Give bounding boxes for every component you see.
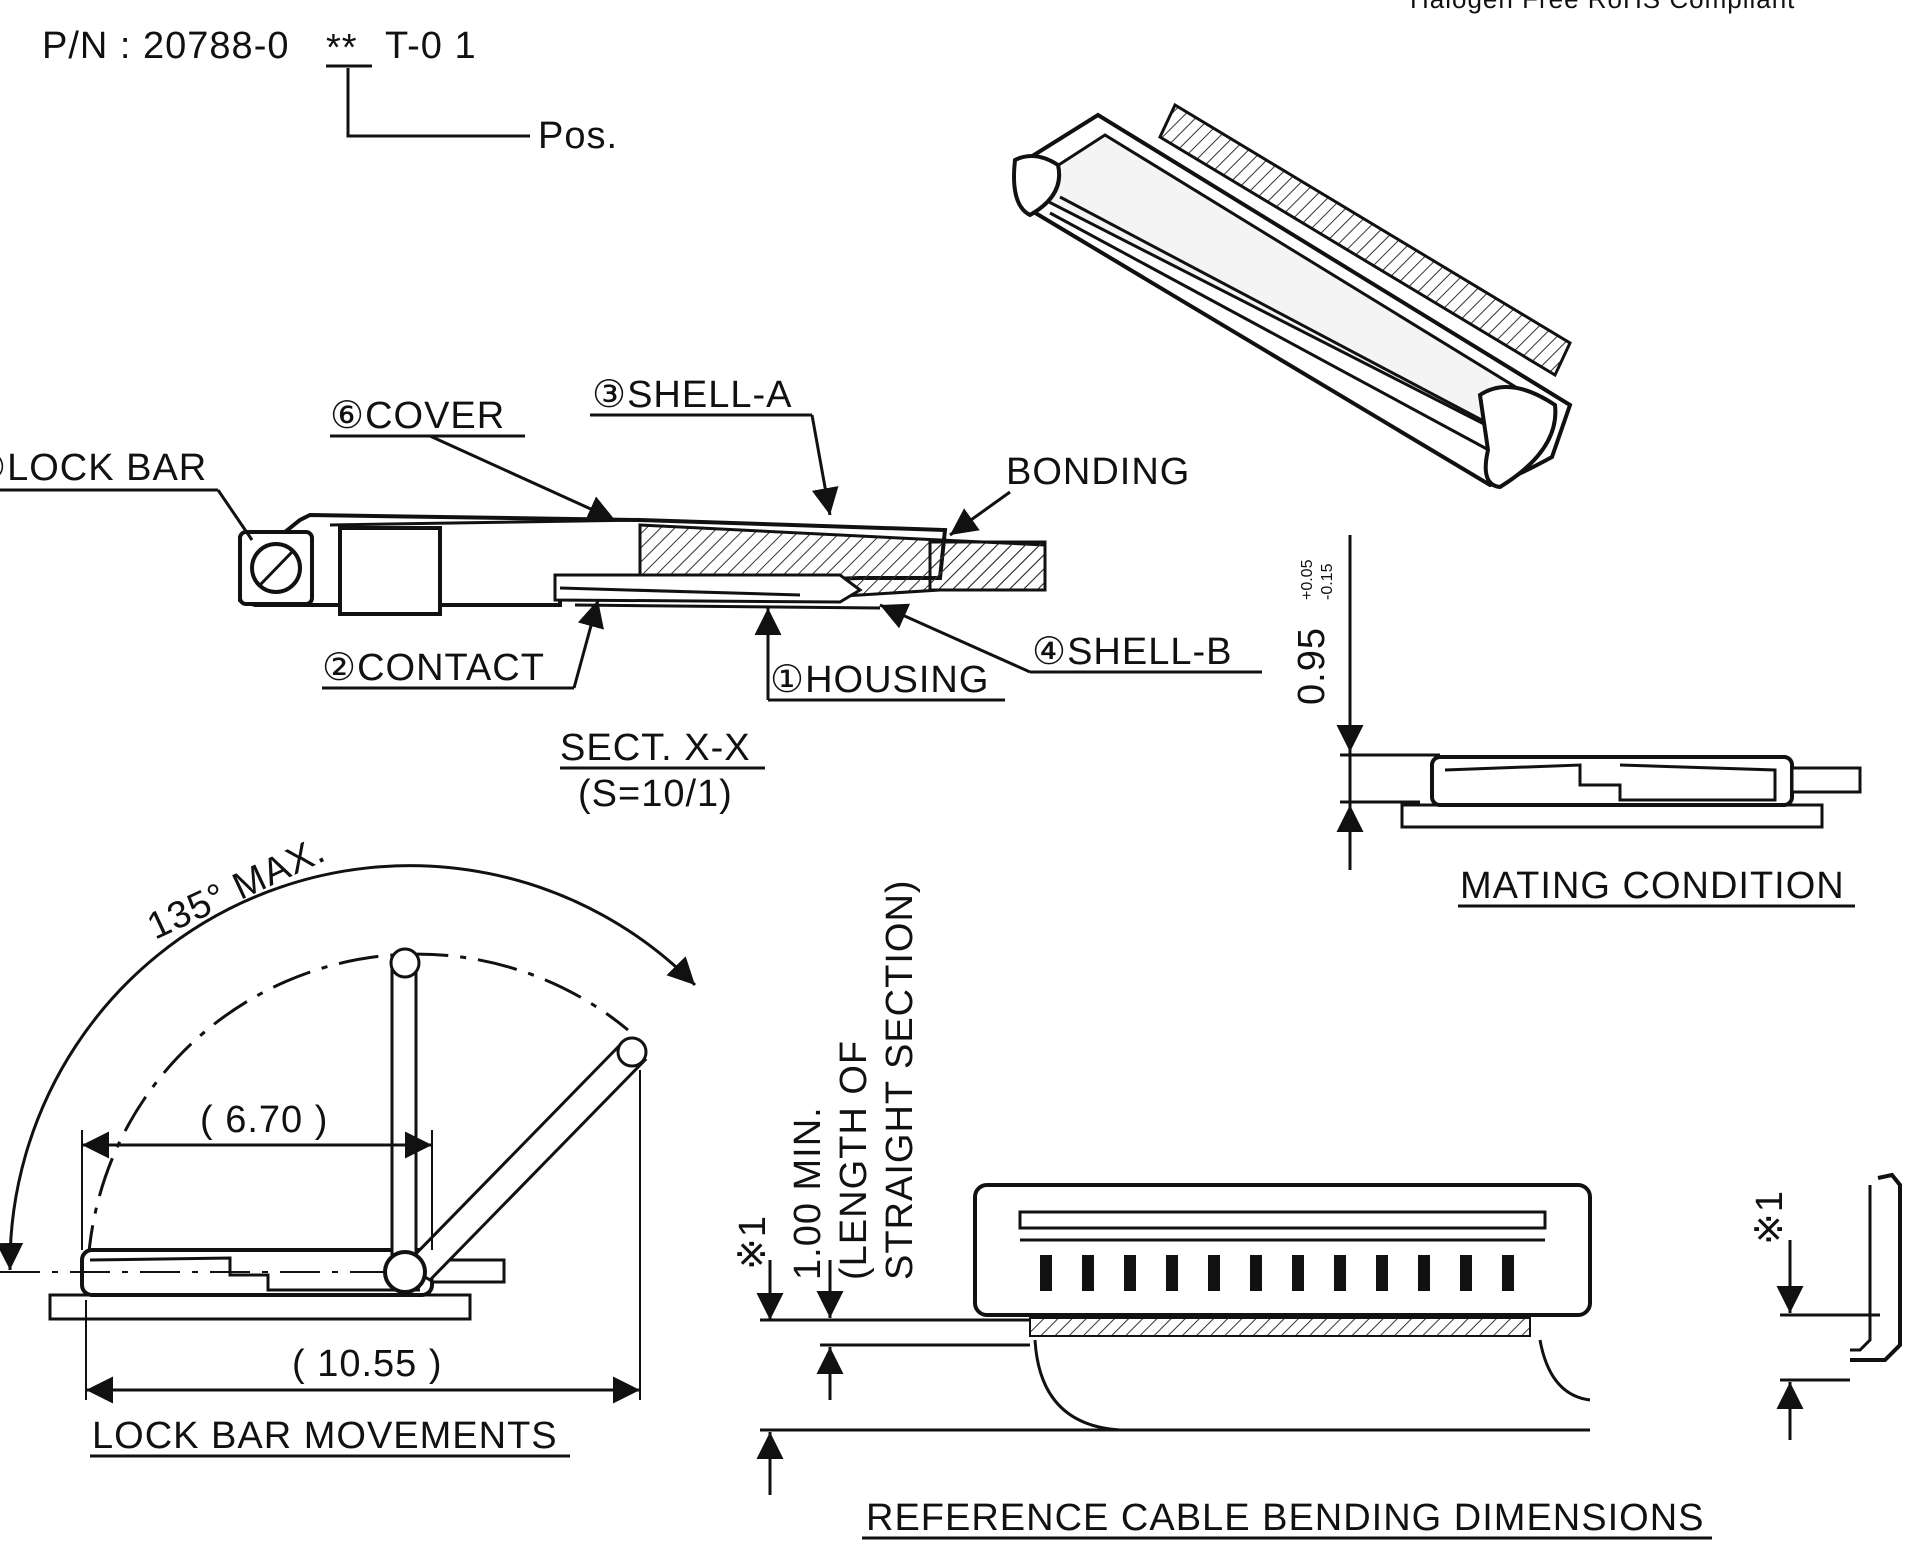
cb-min-line1: 1.00 MIN. — [787, 1106, 829, 1280]
section-lock-bar-pin-hatch — [258, 550, 294, 587]
shell-b-leader — [879, 603, 1031, 674]
part-number-stars: ** — [326, 27, 358, 69]
cb-cable-bend-left — [1033, 1339, 1590, 1432]
angle-label: 135° MAX. — [141, 829, 332, 948]
cb-connector — [973, 1183, 1592, 1317]
lbm-lock-bar-vertical — [390, 960, 418, 1284]
rotation-arc — [0, 864, 697, 1271]
cb-min-line3: STRAIGHT SECTION) — [879, 879, 921, 1280]
section-title: SECT. X-X — [560, 727, 751, 769]
label-shell-a: ③SHELL-A — [592, 374, 792, 416]
cb-title: REFERENCE CABLE BENDING DIMENSIONS — [866, 1497, 1704, 1539]
cable-bending-view: ※1 1.00 MIN. (LENGTH OF STRAIGHT SECTION… — [732, 879, 1902, 1540]
iso-slot-bottom — [1049, 211, 1499, 457]
cover-leader — [429, 434, 616, 522]
pos-leader — [346, 68, 530, 138]
isometric-connector-view — [1012, 102, 1573, 490]
part-number-prefix: P/N : 20788-0 — [42, 25, 289, 67]
iso-cable — [1158, 102, 1572, 378]
section-cable — [928, 540, 1047, 592]
cb-note-mark: ※1 — [732, 1215, 774, 1270]
iso-lock-bar-left — [1012, 154, 1062, 218]
section-bottom-line — [574, 603, 881, 610]
mating-connector — [1430, 755, 1794, 807]
cb-min-line2: (LENGTH OF — [833, 1040, 875, 1280]
pos-label: Pos. — [538, 115, 618, 157]
section-lock-bar-pin — [250, 542, 302, 594]
dim-6-70: ( 6.70 ) — [200, 1099, 328, 1141]
label-shell-b: ④SHELL-B — [1032, 631, 1232, 673]
part-number-block: P/N : 20788-0 ** T-0 1 Pos. — [42, 25, 618, 157]
lock-bar-leader — [216, 489, 254, 541]
cb-cable-bend-right — [1538, 1339, 1591, 1402]
dim-10-55: ( 10.55 ) — [292, 1343, 443, 1385]
mating-cable — [1790, 766, 1862, 794]
mating-condition-view: 0.95 +0.05 -0.15 MATING CONDITION — [1291, 535, 1862, 908]
cb-cable-fringe — [1029, 1317, 1531, 1337]
shell-a-leader — [810, 414, 839, 516]
mating-title: MATING CONDITION — [1460, 865, 1845, 907]
lbm-pivot — [383, 1250, 427, 1294]
lock-bar-movements-view: ( 6.70 ) ( 10.55 ) 135° MAX. LOCK BAR MO… — [0, 829, 697, 1458]
lbm-lock-bar-tilted — [402, 1043, 648, 1282]
label-housing: ①HOUSING — [770, 659, 989, 701]
rotation-path-dashed — [86, 952, 629, 1266]
cb-side-connector — [1850, 1172, 1902, 1362]
cb-side-note-mark: ※1 — [1749, 1190, 1791, 1245]
section-contact-strip — [559, 586, 801, 597]
cb-side-cable — [1850, 1185, 1872, 1352]
label-bonding: BONDING — [1006, 451, 1190, 493]
lbm-title: LOCK BAR MOVEMENTS — [92, 1415, 558, 1457]
mating-tol-plus: +0.05 — [1299, 559, 1316, 600]
mating-tol-minus: -0.15 — [1319, 563, 1336, 600]
label-cover: ⑥COVER — [330, 395, 505, 437]
mating-inner — [1444, 763, 1777, 802]
lbm-inner — [89, 1256, 420, 1292]
part-number-suffix: T-0 1 — [385, 25, 477, 67]
mating-dimension: 0.95 — [1291, 627, 1333, 705]
lbm-lock-bar-tilted-end — [616, 1036, 648, 1068]
cb-top-bar — [1018, 1210, 1547, 1230]
section-block — [338, 526, 442, 616]
header-corner-text: Halogen Free RoHS Compliant — [1410, 0, 1795, 14]
lbm-board — [48, 1293, 472, 1321]
label-contact: ②CONTACT — [322, 647, 545, 689]
section-scale: (S=10/1) — [578, 773, 733, 815]
bonding-leader — [949, 490, 1011, 537]
section-view: ⑤LOCK BAR ⑥COVER ③SHELL-A BONDING ②CONTA… — [0, 374, 1262, 815]
iso-lock-bar-right — [1477, 385, 1558, 490]
label-lock-bar: ⑤LOCK BAR — [0, 447, 207, 489]
iso-slot-top — [1059, 195, 1511, 437]
mating-board — [1400, 803, 1824, 829]
contact-leader — [572, 599, 604, 689]
lbm-lock-bar-top — [389, 947, 421, 979]
cb-contacts — [1040, 1255, 1514, 1291]
